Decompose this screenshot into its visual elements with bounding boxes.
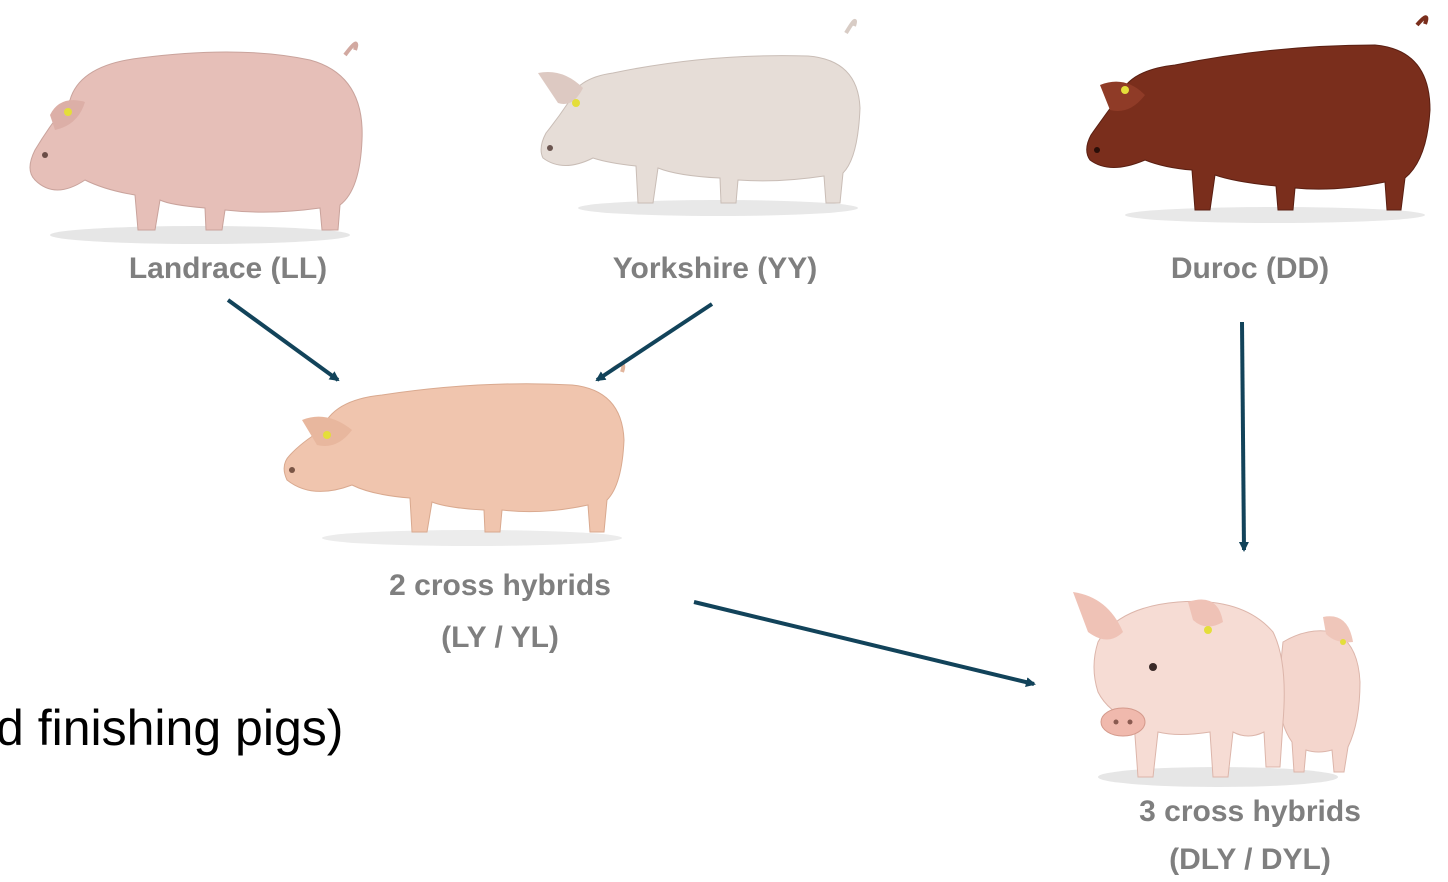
two-cross-label-line1: 2 cross hybrids [350,567,650,605]
landrace-label: Landrace (LL) [98,250,358,288]
two-cross-label-line2: (LY / YL) [350,619,650,657]
yorkshire-label: Yorkshire (YY) [580,250,850,288]
arrow-yorkshire-to-hybrid [597,304,712,380]
arrow-hybrid-to-piglets [694,602,1034,684]
three-cross-label-line2: (DLY / DYL) [1100,841,1400,879]
three-cross-label-line1: 3 cross hybrids [1100,793,1400,831]
arrow-duroc-to-piglets [1242,322,1244,550]
arrow-landrace-to-hybrid [228,300,338,380]
duroc-label: Duroc (DD) [1140,250,1360,288]
finishing-pigs-partial-text: d finishing pigs) [0,700,343,756]
